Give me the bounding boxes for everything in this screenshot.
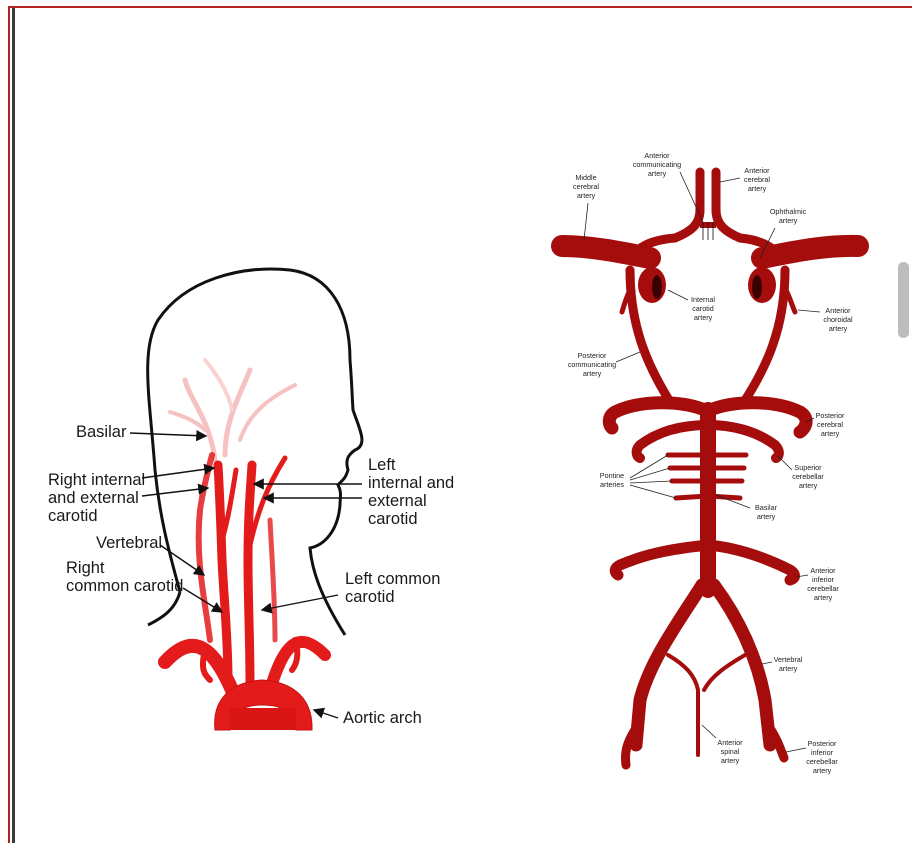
label-post-comm-2: communicating (568, 360, 616, 369)
pontine-artery-l4 (676, 496, 708, 498)
pointer-aortic-arch (314, 710, 338, 718)
label-ant-cer-2: cerebral (744, 175, 770, 184)
left-vertebral-artery (270, 520, 275, 640)
label-vertebral: Vertebral (96, 534, 162, 552)
label-aica-1: Anterior (810, 566, 836, 575)
label-vertebral-2: artery (779, 664, 798, 673)
pointer-right-external (142, 488, 208, 496)
left-anterior-cerebral-artery (675, 172, 700, 238)
pointer-pontine-4 (630, 485, 676, 498)
label-pontine-1: Pontine (600, 471, 624, 480)
pointer-basilar (130, 433, 206, 436)
label-post-cer-3: artery (821, 429, 840, 438)
label-post-cer-2: cerebral (817, 420, 843, 429)
label-ant-spinal-2: spinal (721, 747, 740, 756)
label-pica-1: Posterior (808, 739, 837, 748)
pointer-int-carotid (668, 290, 688, 300)
label-ophthalmic-2: artery (779, 216, 798, 225)
label-left-common-1: Left common (345, 570, 440, 588)
right-middle-cerebral-artery (762, 246, 858, 258)
label-ant-cer-1: Anterior (744, 166, 770, 175)
pointer-vertebral-artery (762, 662, 772, 664)
label-basilar-1: Basilar (755, 503, 778, 512)
left-aica (615, 545, 708, 575)
label-post-comm-3: artery (583, 369, 602, 378)
label-vertebral-1: Vertebral (774, 655, 803, 664)
right-subclavian-artery (165, 646, 232, 690)
label-int-carotid-1: Internal (691, 295, 715, 304)
left-middle-cerebral-artery (562, 246, 650, 258)
right-vertebral-artery (714, 585, 770, 745)
pointer-ant-spinal (702, 725, 716, 738)
right-common-carotid-artery (218, 465, 228, 680)
label-aica-3: cerebellar (807, 584, 839, 593)
left-common-carotid-artery (248, 465, 252, 685)
label-int-carotid-2: carotid (692, 304, 714, 313)
label-sup-cereb-1: Superior (794, 463, 822, 472)
anterior-spinal-left-root (668, 655, 698, 755)
label-ant-comm-2: communicating (633, 160, 681, 169)
label-ant-comm-3: artery (648, 169, 667, 178)
pointer-mid-cer (584, 203, 588, 240)
pointer-post-comm (616, 352, 640, 362)
pointer-ant-cer (720, 178, 740, 182)
label-aica-2: inferior (812, 575, 835, 584)
label-left-internal-3: external (368, 492, 427, 510)
circle-of-willis-figure: Anterior communicating artery Anterior c… (562, 151, 858, 775)
head-neck-figure: Basilar Right internal and external caro… (48, 269, 454, 730)
label-left-internal-2: internal and (368, 474, 454, 492)
label-left-internal-4: carotid (368, 510, 418, 528)
label-sup-cereb-3: artery (799, 481, 818, 490)
pointer-sup-cereb (778, 456, 792, 470)
label-post-comm-1: Posterior (578, 351, 607, 360)
label-pica-4: artery (813, 766, 832, 775)
label-ant-choroidal-1: Anterior (825, 306, 851, 315)
label-post-cer-1: Posterior (816, 411, 845, 420)
label-right-common-2: common carotid (66, 577, 183, 595)
label-ant-comm-1: Anterior (644, 151, 670, 160)
pointer-pica (786, 748, 806, 752)
label-basilar-2: artery (757, 512, 776, 521)
pointer-pontine-3 (630, 481, 672, 483)
label-right-internal-1: Right internal (48, 471, 145, 489)
label-aortic-arch: Aortic arch (343, 709, 422, 727)
pointer-ant-choroidal (798, 310, 820, 312)
label-mid-cer-1: Middle (575, 173, 596, 182)
label-right-internal-2: and external (48, 489, 139, 507)
intracranial-vessels (170, 360, 295, 460)
label-left-common-2: carotid (345, 588, 395, 606)
right-anterior-cerebral-artery (716, 172, 740, 238)
neck-outline-left (148, 592, 180, 625)
pointer-right-internal (142, 468, 214, 478)
label-ant-choroidal-3: artery (829, 324, 848, 333)
label-mid-cer-2: cerebral (573, 182, 599, 191)
label-sup-cereb-2: cerebellar (792, 472, 824, 481)
label-ant-choroidal-2: choroidal (823, 315, 853, 324)
label-mid-cer-3: artery (577, 191, 596, 200)
label-right-common-1: Right (66, 559, 105, 577)
anterior-spinal-right-root (704, 655, 745, 690)
aortic-arch-trunk (229, 708, 296, 730)
label-pica-2: inferior (811, 748, 834, 757)
right-vertebral-artery (199, 455, 212, 640)
label-int-carotid-3: artery (694, 313, 713, 322)
label-aica-4: artery (814, 593, 833, 602)
label-right-internal-3: carotid (48, 507, 98, 525)
label-ant-spinal-1: Anterior (717, 738, 743, 747)
label-ant-cer-3: artery (748, 184, 767, 193)
right-aica (708, 545, 795, 580)
label-ant-spinal-3: artery (721, 756, 740, 765)
label-left-internal-1: Left (368, 456, 396, 474)
label-pontine-2: arteries (600, 480, 624, 489)
label-pica-3: cerebellar (806, 757, 838, 766)
label-ophthalmic-1: Ophthalmic (770, 207, 807, 216)
label-basilar: Basilar (76, 423, 127, 441)
left-vertebral-artery (636, 585, 702, 745)
